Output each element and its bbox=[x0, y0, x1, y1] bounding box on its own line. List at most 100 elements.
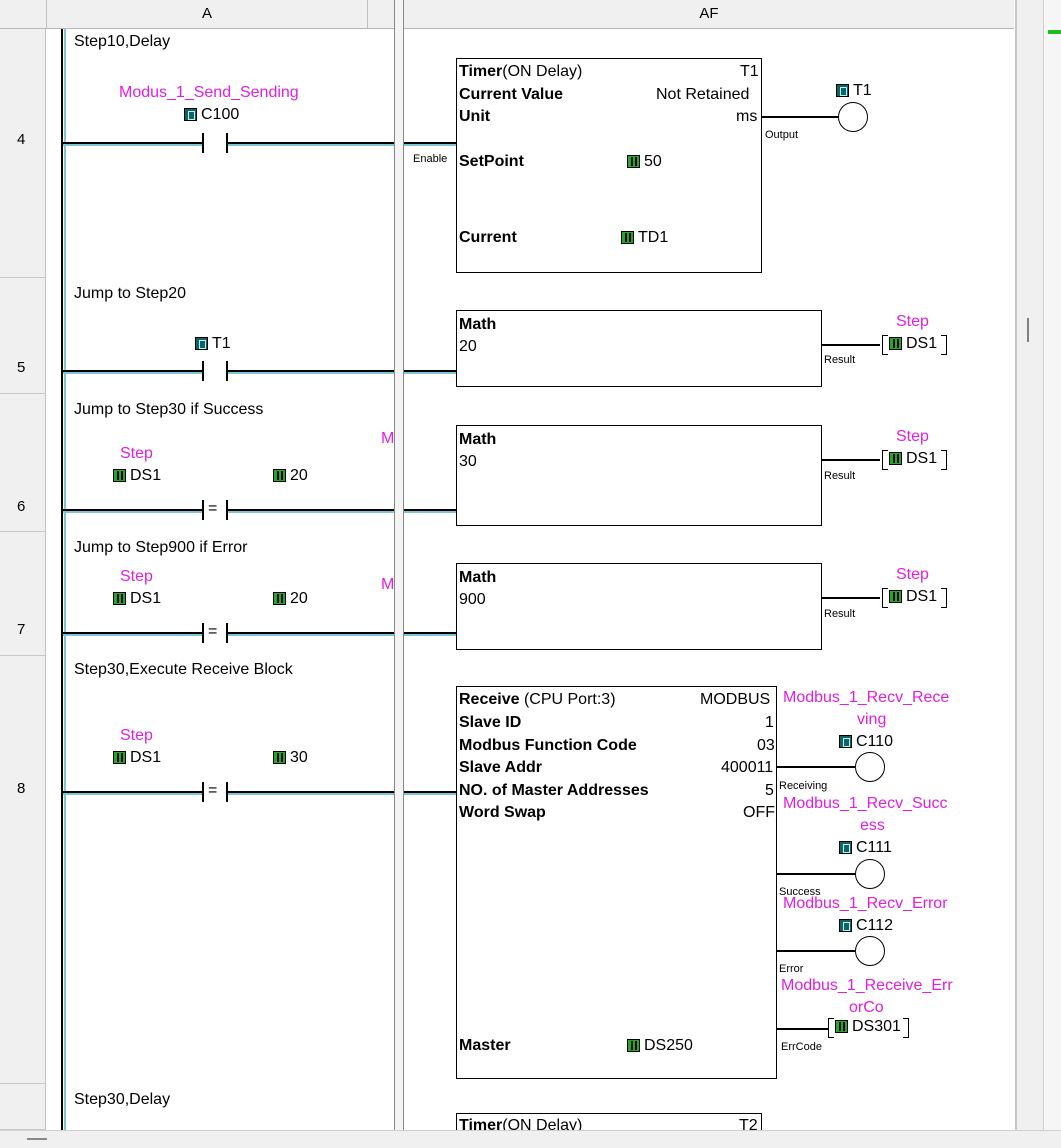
rung-comment-4: Step10,Delay bbox=[74, 33, 171, 50]
timer-setpoint: 50 bbox=[627, 153, 662, 171]
timer-unit: ms bbox=[736, 108, 758, 125]
errcode-label: ErrCode bbox=[781, 1041, 822, 1053]
column-divider[interactable] bbox=[394, 0, 404, 1130]
math-block-30[interactable] bbox=[456, 425, 822, 526]
rung-wire-4b bbox=[228, 142, 394, 146]
left-power-rail bbox=[61, 29, 63, 1130]
rung-comment-5: Jump to Step20 bbox=[74, 285, 187, 302]
function-code-label: Modbus Function Code bbox=[459, 737, 637, 754]
row-number-6[interactable]: 6 bbox=[0, 394, 46, 532]
column-header-a[interactable]: A bbox=[47, 0, 368, 29]
rung-wire-4a bbox=[63, 142, 203, 146]
side-panel[interactable] bbox=[1043, 0, 1061, 1130]
errcode-bracket-left[interactable] bbox=[828, 1018, 834, 1038]
word-swap-label: Word Swap bbox=[459, 804, 546, 821]
out-bracket-left[interactable] bbox=[882, 335, 888, 355]
compare-left-bar[interactable] bbox=[202, 782, 204, 802]
receiving-nickname-wrap: ving bbox=[857, 711, 887, 728]
int-icon bbox=[627, 1039, 640, 1052]
math-block-900[interactable] bbox=[456, 563, 822, 650]
timer-current-label: Current bbox=[459, 229, 517, 246]
row-header-corner bbox=[0, 0, 47, 29]
int-icon bbox=[835, 1020, 848, 1033]
right-panel-edge bbox=[1015, 0, 1017, 1130]
rung-comment-9: Step30,Delay bbox=[74, 1091, 171, 1108]
bottom-status-bar bbox=[0, 1130, 1061, 1148]
bit-icon bbox=[839, 919, 852, 932]
contact-right-bar[interactable] bbox=[226, 133, 228, 153]
timer-block-t2-clip: Timer(ON Delay) T2 bbox=[456, 1113, 762, 1130]
out-address: DS1 bbox=[889, 450, 937, 468]
rung-wire-5c bbox=[404, 370, 456, 374]
contact-left-bar[interactable] bbox=[202, 133, 204, 153]
contact-t1-left-bar[interactable] bbox=[202, 361, 204, 381]
receiving-label: Receiving bbox=[779, 780, 828, 792]
row-number-9[interactable] bbox=[0, 1084, 46, 1130]
scrollbar-track[interactable] bbox=[1017, 0, 1043, 1130]
timer-title: Timer(ON Delay) bbox=[459, 63, 583, 80]
truncated-nickname: M bbox=[381, 430, 395, 447]
contact-t1-address: T1 bbox=[195, 335, 231, 353]
error-wire bbox=[777, 950, 855, 952]
row-number-8[interactable]: 8 bbox=[0, 656, 46, 1084]
slave-id-label: Slave ID bbox=[459, 714, 522, 731]
math-title: Math bbox=[459, 431, 497, 448]
compare-right-bar[interactable] bbox=[226, 500, 228, 520]
bit-icon bbox=[839, 735, 852, 748]
out-nickname: Step bbox=[896, 566, 929, 583]
scrollbar-thumb[interactable] bbox=[1027, 318, 1029, 342]
row-number-5[interactable]: 5 bbox=[0, 278, 46, 394]
out-bracket-right[interactable] bbox=[941, 450, 947, 470]
int-icon bbox=[273, 469, 286, 482]
compare-right-bar[interactable] bbox=[226, 623, 228, 643]
column-header-af[interactable]: AF bbox=[404, 0, 1014, 29]
compare-left-bar[interactable] bbox=[202, 623, 204, 643]
slave-addr: 400011 bbox=[721, 759, 774, 776]
errcode-bracket-right[interactable] bbox=[903, 1018, 909, 1038]
compare-right-bar[interactable] bbox=[226, 782, 228, 802]
compare-nickname: Step bbox=[120, 727, 153, 744]
rung-wire-7c bbox=[404, 632, 456, 636]
compare-left: DS1 bbox=[113, 467, 161, 485]
compare-operator: = bbox=[208, 782, 218, 799]
math-title: Math bbox=[459, 316, 497, 333]
error-label: Error bbox=[779, 963, 804, 975]
coil-error[interactable] bbox=[855, 936, 885, 966]
int-icon bbox=[627, 155, 640, 168]
math-expression: 30 bbox=[459, 453, 477, 470]
errcode-wire bbox=[777, 1028, 828, 1030]
rung-wire-7b bbox=[228, 632, 394, 636]
errcode-nickname-wrap: orCo bbox=[849, 999, 884, 1016]
receiving-address: C110 bbox=[839, 733, 893, 751]
coil-t1-address: T1 bbox=[836, 82, 872, 100]
coil-receiving[interactable] bbox=[855, 752, 885, 782]
slave-id: 1 bbox=[765, 714, 774, 731]
rung-wire-5b bbox=[228, 370, 394, 374]
slave-addr-label: Slave Addr bbox=[459, 759, 542, 776]
rung-wire-8b bbox=[228, 791, 394, 795]
out-bracket-left[interactable] bbox=[882, 450, 888, 470]
out-address: DS1 bbox=[889, 335, 937, 353]
bit-icon bbox=[836, 84, 849, 97]
receive-block[interactable] bbox=[456, 686, 777, 1079]
out-bracket-right[interactable] bbox=[941, 335, 947, 355]
math-block-20[interactable] bbox=[456, 310, 822, 387]
bottom-scroll-handle[interactable] bbox=[27, 1138, 47, 1140]
row-number-7[interactable]: 7 bbox=[0, 532, 46, 656]
coil-t1[interactable] bbox=[838, 102, 868, 132]
math-expression: 900 bbox=[459, 591, 486, 608]
out-bracket-left[interactable] bbox=[882, 588, 888, 608]
compare-operator: = bbox=[208, 623, 218, 640]
contact-t1-right-bar[interactable] bbox=[226, 361, 228, 381]
timer-block-t2[interactable] bbox=[456, 1113, 762, 1130]
rung-wire-8a bbox=[63, 791, 203, 795]
int-icon bbox=[889, 452, 902, 465]
timer-current-value: Not Retained bbox=[656, 86, 750, 103]
out-bracket-right[interactable] bbox=[941, 588, 947, 608]
compare-left-bar[interactable] bbox=[202, 500, 204, 520]
coil-success[interactable] bbox=[855, 859, 885, 889]
out-nickname: Step bbox=[896, 313, 929, 330]
timer-block-t1[interactable] bbox=[456, 58, 762, 273]
receive-title: Receive (CPU Port:3) bbox=[459, 691, 616, 708]
row-number-4[interactable]: 4 bbox=[0, 29, 46, 278]
